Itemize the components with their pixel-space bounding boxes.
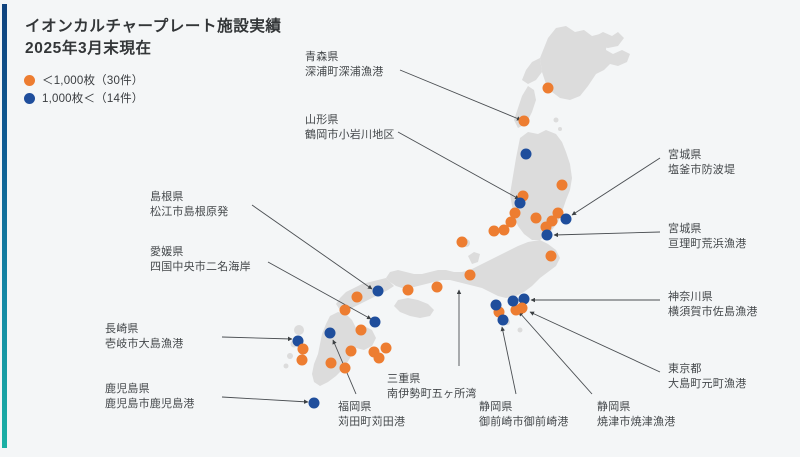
callout-prefecture: 青森県 (305, 51, 339, 63)
callout-miyagi-2: 宮城県亘理町荒浜漁港 (668, 222, 746, 252)
callout-prefecture: 山形県 (305, 114, 339, 126)
legend-item: 1,000枚＜（14件） (24, 89, 143, 107)
legend-item-label: ＜1,000枚（30件） (42, 75, 144, 87)
facility-marker-orange[interactable] (516, 302, 528, 314)
facility-marker-orange[interactable] (505, 216, 517, 228)
callout-prefecture: 三重県 (387, 373, 421, 385)
facility-marker-orange[interactable] (498, 224, 510, 236)
callout-yamagata: 山形県鶴岡市小岩川地区 (305, 113, 395, 143)
legend-item: ＜1,000枚（30件） (24, 71, 143, 89)
callout-prefecture: 東京都 (668, 363, 702, 375)
facility-marker-orange[interactable] (552, 207, 564, 219)
callout-nagasaki: 長崎県壱岐市大島漁港 (105, 322, 183, 352)
callout-site: 松江市島根原発 (150, 206, 229, 218)
callout-site: 南伊勢町五ヶ所湾 (387, 388, 477, 400)
facility-marker-orange[interactable] (545, 250, 557, 262)
callout-site: 四国中央市二名海岸 (150, 261, 251, 273)
facility-marker-orange[interactable] (556, 179, 568, 191)
facility-marker-orange[interactable] (464, 269, 476, 281)
facility-marker-blue[interactable] (490, 299, 502, 311)
callout-prefecture: 愛媛県 (150, 246, 184, 258)
facility-marker-orange[interactable] (339, 362, 351, 374)
callout-fukuoka: 福岡県苅田町苅田港 (338, 400, 405, 430)
callout-site: 鶴岡市小岩川地区 (305, 129, 395, 141)
facility-marker-orange[interactable] (355, 324, 367, 336)
facility-marker-orange[interactable] (368, 346, 380, 358)
facility-marker-orange[interactable] (380, 342, 392, 354)
facility-marker-orange[interactable] (345, 345, 357, 357)
callout-miyagi-1: 宮城県塩釜市防波堤 (668, 148, 735, 178)
callout-aomori: 青森県深浦町深浦漁港 (305, 50, 383, 80)
orange-circle-icon (24, 74, 35, 86)
callout-site: 苅田町苅田港 (338, 416, 406, 428)
facility-marker-blue[interactable] (514, 197, 526, 209)
facility-marker-orange[interactable] (296, 354, 308, 366)
callout-site: 御前崎市御前崎港 (479, 416, 569, 428)
facility-marker-blue[interactable] (518, 293, 530, 305)
facility-marker-orange[interactable] (510, 304, 522, 316)
facility-marker-blue[interactable] (497, 314, 509, 326)
facility-marker-orange[interactable] (542, 82, 554, 94)
callout-site: 鹿児島市鹿児島港 (105, 398, 195, 410)
callout-site: 壱岐市大島漁港 (105, 338, 184, 350)
facility-marker-orange[interactable] (488, 225, 500, 237)
facility-marker-orange[interactable] (518, 115, 530, 127)
facility-marker-orange[interactable] (339, 304, 351, 316)
facility-marker-orange[interactable] (493, 306, 505, 318)
callout-prefecture: 鹿児島県 (105, 383, 150, 395)
callout-prefecture: 長崎県 (105, 323, 139, 335)
facility-marker-blue[interactable] (372, 285, 384, 297)
facility-marker-blue[interactable] (560, 213, 572, 225)
facility-marker-orange[interactable] (431, 281, 443, 293)
callout-site: 塩釜市防波堤 (668, 164, 736, 176)
facility-marker-orange[interactable] (325, 357, 337, 369)
page-title-line1: イオンカルチャープレート施設実績 (25, 18, 282, 35)
legend-item-label: 1,000枚＜（14件） (42, 93, 144, 105)
facility-marker-orange[interactable] (546, 215, 558, 227)
callout-ehime: 愛媛県四国中央市二名海岸 (150, 245, 251, 275)
callout-prefecture: 静岡県 (597, 401, 631, 413)
callout-site: 亘理町荒浜漁港 (668, 238, 747, 250)
callout-kagoshima: 鹿児島県鹿児島市鹿児島港 (105, 382, 195, 412)
callout-shizuoka-1: 静岡県御前崎市御前崎港 (479, 400, 569, 430)
facility-marker-blue[interactable] (308, 397, 320, 409)
callout-shimane: 島根県松江市島根原発 (150, 190, 228, 220)
facility-marker-orange[interactable] (297, 343, 309, 355)
facility-marker-orange[interactable] (456, 236, 468, 248)
callout-site: 大島町元町漁港 (668, 378, 747, 390)
callout-prefecture: 神奈川県 (668, 291, 713, 303)
callout-tokyo: 東京都大島町元町漁港 (668, 362, 746, 392)
callout-site: 深浦町深浦漁港 (305, 66, 384, 78)
callout-site: 焼津市焼津漁港 (597, 416, 676, 428)
facility-marker-blue[interactable] (369, 316, 381, 328)
page-header: イオンカルチャープレート施設実績 2025年3月末現在 (25, 16, 282, 60)
facility-marker-orange[interactable] (540, 221, 552, 233)
facility-marker-blue[interactable] (324, 327, 336, 339)
facility-marker-blue[interactable] (507, 295, 519, 307)
page-title-line2: 2025年3月末現在 (25, 40, 152, 57)
facility-marker-orange[interactable] (402, 284, 414, 296)
facility-marker-blue[interactable] (541, 229, 553, 241)
facility-marker-blue[interactable] (520, 148, 532, 160)
callout-prefecture: 宮城県 (668, 149, 702, 161)
callout-prefecture: 宮城県 (668, 223, 702, 235)
map-legend: ＜1,000枚（30件） 1,000枚＜（14件） (24, 71, 143, 107)
facility-marker-orange[interactable] (509, 207, 521, 219)
accent-gradient-bar (2, 4, 7, 448)
blue-circle-icon (24, 92, 35, 104)
callout-kanagawa: 神奈川県横須賀市佐島漁港 (668, 290, 758, 320)
callout-prefecture: 島根県 (150, 191, 184, 203)
facility-marker-orange[interactable] (351, 291, 363, 303)
facility-marker-blue[interactable] (292, 335, 304, 347)
callout-shizuoka-2: 静岡県焼津市焼津漁港 (597, 400, 675, 430)
callout-site: 横須賀市佐島漁港 (668, 306, 758, 318)
callout-prefecture: 福岡県 (338, 401, 372, 413)
facility-marker-orange[interactable] (530, 212, 542, 224)
callout-prefecture: 静岡県 (479, 401, 513, 413)
facility-marker-orange[interactable] (517, 190, 529, 202)
callout-mie: 三重県南伊勢町五ヶ所湾 (387, 372, 477, 402)
facility-marker-orange[interactable] (373, 352, 385, 364)
